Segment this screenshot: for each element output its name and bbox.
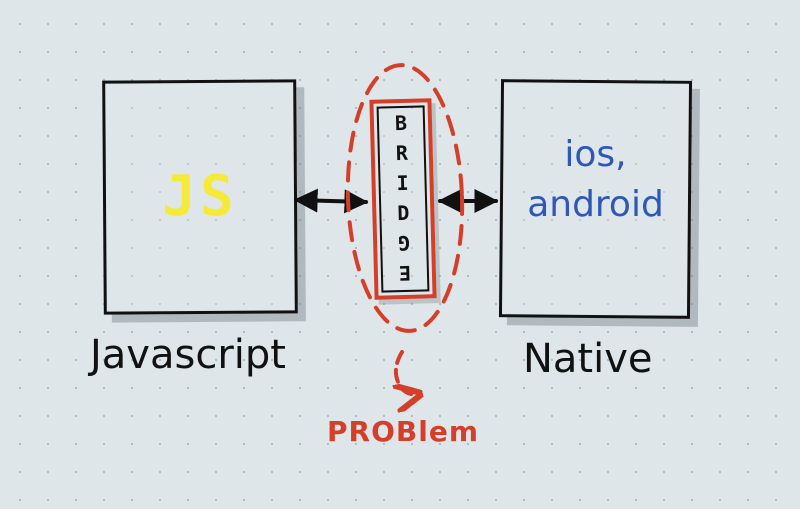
native-line-ios: ios, (564, 134, 627, 175)
problem-label: PROBlem (327, 415, 479, 448)
bridge-box: B R I D G E (369, 98, 437, 300)
bridge-letter-d: D (397, 200, 410, 226)
native-label: Native (523, 336, 653, 382)
arrow-js-to-bridge (293, 188, 369, 214)
bridge-letter-g: G (397, 230, 411, 256)
native-platforms-text: ios, android (500, 130, 691, 230)
bridge-letter-b: B (394, 110, 408, 136)
javascript-label: Javascript (90, 332, 286, 378)
native-line-android: android (527, 184, 664, 225)
js-text: JS (162, 164, 238, 229)
bridge-letters: B R I D G E (374, 110, 433, 285)
problem-pointer-arrow (396, 350, 420, 395)
bridge-letter-i: I (396, 170, 409, 196)
bridge-letter-e: E (398, 260, 412, 286)
bridge-letter-r: R (395, 140, 409, 166)
